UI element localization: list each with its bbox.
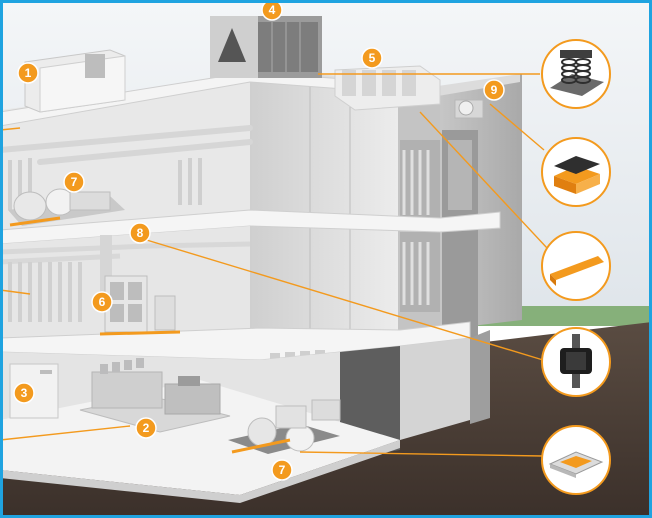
pipe-hanger bbox=[454, 99, 484, 119]
rooftop-unit bbox=[24, 49, 126, 113]
pump-set-lower bbox=[228, 399, 341, 454]
callout-number: 8 bbox=[137, 226, 144, 240]
callout-badge-5: 7 bbox=[63, 171, 85, 193]
callout-badge-6: 8 bbox=[129, 222, 151, 244]
isolation-pad-icon bbox=[554, 156, 600, 194]
callout-number: 4 bbox=[269, 3, 276, 17]
product-detail-2 bbox=[541, 137, 611, 207]
callout-badge-4: 9 bbox=[483, 79, 505, 101]
callout-number: 7 bbox=[279, 463, 286, 477]
pipe-hanger-icon bbox=[483, 79, 505, 101]
condenser-unit-icon bbox=[361, 47, 383, 69]
leader-lines bbox=[0, 73, 548, 457]
boiler-icon bbox=[13, 382, 35, 404]
pipe-support-icon bbox=[129, 222, 151, 244]
rubber-mount-icon bbox=[560, 334, 592, 388]
callout-badge-2: 4 bbox=[261, 0, 283, 21]
callout-badge-7: 6 bbox=[91, 291, 113, 313]
callout-number: 1 bbox=[25, 66, 32, 80]
callout-badge-3: 5 bbox=[361, 47, 383, 69]
product-detail-4 bbox=[541, 327, 611, 397]
callout-number: 3 bbox=[21, 386, 28, 400]
air-handler-icon bbox=[91, 291, 113, 313]
generator-icon bbox=[135, 417, 157, 439]
product-detail-1 bbox=[541, 39, 611, 109]
callout-number: 2 bbox=[143, 421, 150, 435]
callout-number: 9 bbox=[491, 83, 498, 97]
product-detail-5 bbox=[541, 425, 611, 495]
shaft-inner bbox=[448, 140, 472, 210]
pump-set-upper bbox=[8, 188, 125, 227]
condenser-units bbox=[334, 65, 441, 111]
inertia-base-icon bbox=[548, 451, 604, 478]
callout-badge-10: 7 bbox=[271, 459, 293, 481]
spring-mount-icon bbox=[550, 50, 604, 96]
rooftop-unit-icon bbox=[17, 62, 39, 84]
callout-badge-1: 1 bbox=[17, 62, 39, 84]
callout-number: 7 bbox=[71, 175, 78, 189]
generator bbox=[79, 358, 231, 433]
callout-number: 5 bbox=[369, 51, 376, 65]
product-detail-3 bbox=[541, 231, 611, 301]
cooling-tower-icon bbox=[261, 0, 283, 21]
isolation-strip-icon bbox=[550, 256, 604, 286]
callout-number: 6 bbox=[99, 295, 106, 309]
callout-badge-9: 2 bbox=[135, 417, 157, 439]
pump-set-icon bbox=[271, 459, 293, 481]
pump-set-icon bbox=[63, 171, 85, 193]
cooling-tower bbox=[210, 16, 322, 78]
callout-badge-8: 3 bbox=[13, 382, 35, 404]
